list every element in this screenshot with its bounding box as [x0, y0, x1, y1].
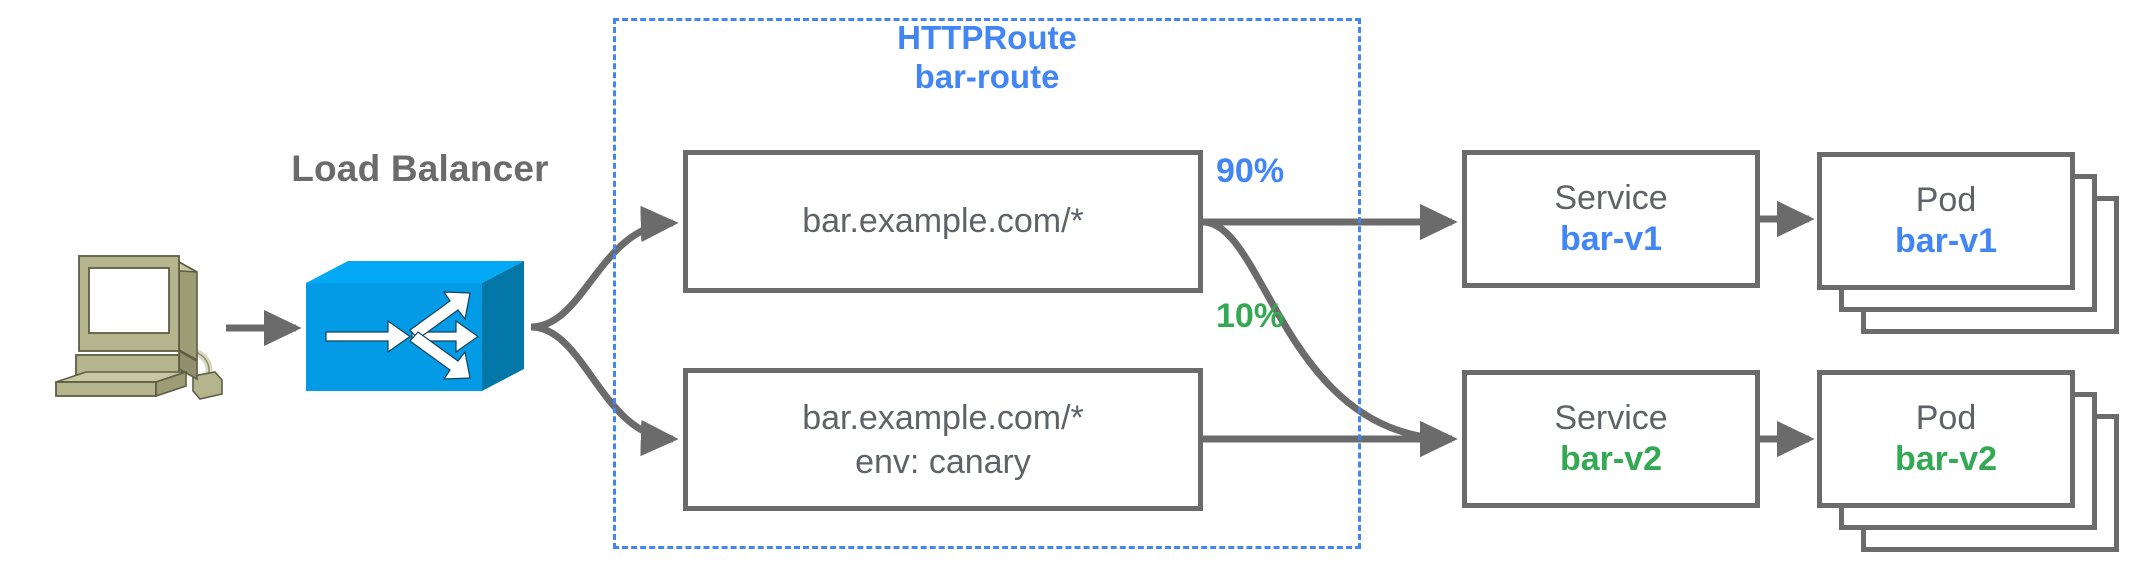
pod-name-label: bar-v1 [1894, 222, 1998, 260]
service-name-label: bar-v2 [1559, 440, 1663, 478]
pod-name-label: bar-v2 [1894, 440, 1998, 478]
service-bar-v1-box[interactable]: Service bar-v1 [1462, 150, 1760, 288]
load-balancer-label: Load Balancer [291, 148, 549, 189]
service-name-label: bar-v1 [1559, 220, 1663, 258]
pod-kind-label: Pod [1915, 399, 1977, 437]
httproute-kind-label: HTTPRoute [897, 19, 1077, 56]
pod-bar-v1-front[interactable]: Pod bar-v1 [1817, 152, 2075, 290]
service-kind-label: Service [1554, 179, 1668, 217]
httproute-boundary [613, 18, 1361, 549]
rule-primary-match: bar.example.com/* [802, 202, 1084, 240]
desktop-computer-icon [55, 255, 223, 400]
httproute-rule-canary-box[interactable]: bar.example.com/* env: canary [683, 368, 1203, 511]
service-bar-v2-box[interactable]: Service bar-v2 [1462, 370, 1760, 508]
pod-kind-label: Pod [1915, 181, 1977, 219]
httproute-rule-primary-box[interactable]: bar.example.com/* [683, 150, 1203, 293]
network-switch-icon [306, 261, 524, 391]
pod-bar-v1-stack[interactable]: Pod bar-v1 [1817, 152, 2127, 342]
service-kind-label: Service [1554, 399, 1668, 437]
weight-label-canary: 10% [1216, 297, 1285, 335]
rule-canary-match: bar.example.com/* [802, 398, 1084, 437]
pod-bar-v2-stack[interactable]: Pod bar-v2 [1817, 370, 2127, 560]
pod-bar-v2-front[interactable]: Pod bar-v2 [1817, 370, 2075, 508]
rule-canary-header: env: canary [855, 442, 1031, 481]
httproute-name-label: bar-route [914, 58, 1060, 95]
weight-label-primary: 90% [1216, 152, 1285, 190]
httproute-title: HTTPRoute bar-route [613, 20, 1361, 95]
